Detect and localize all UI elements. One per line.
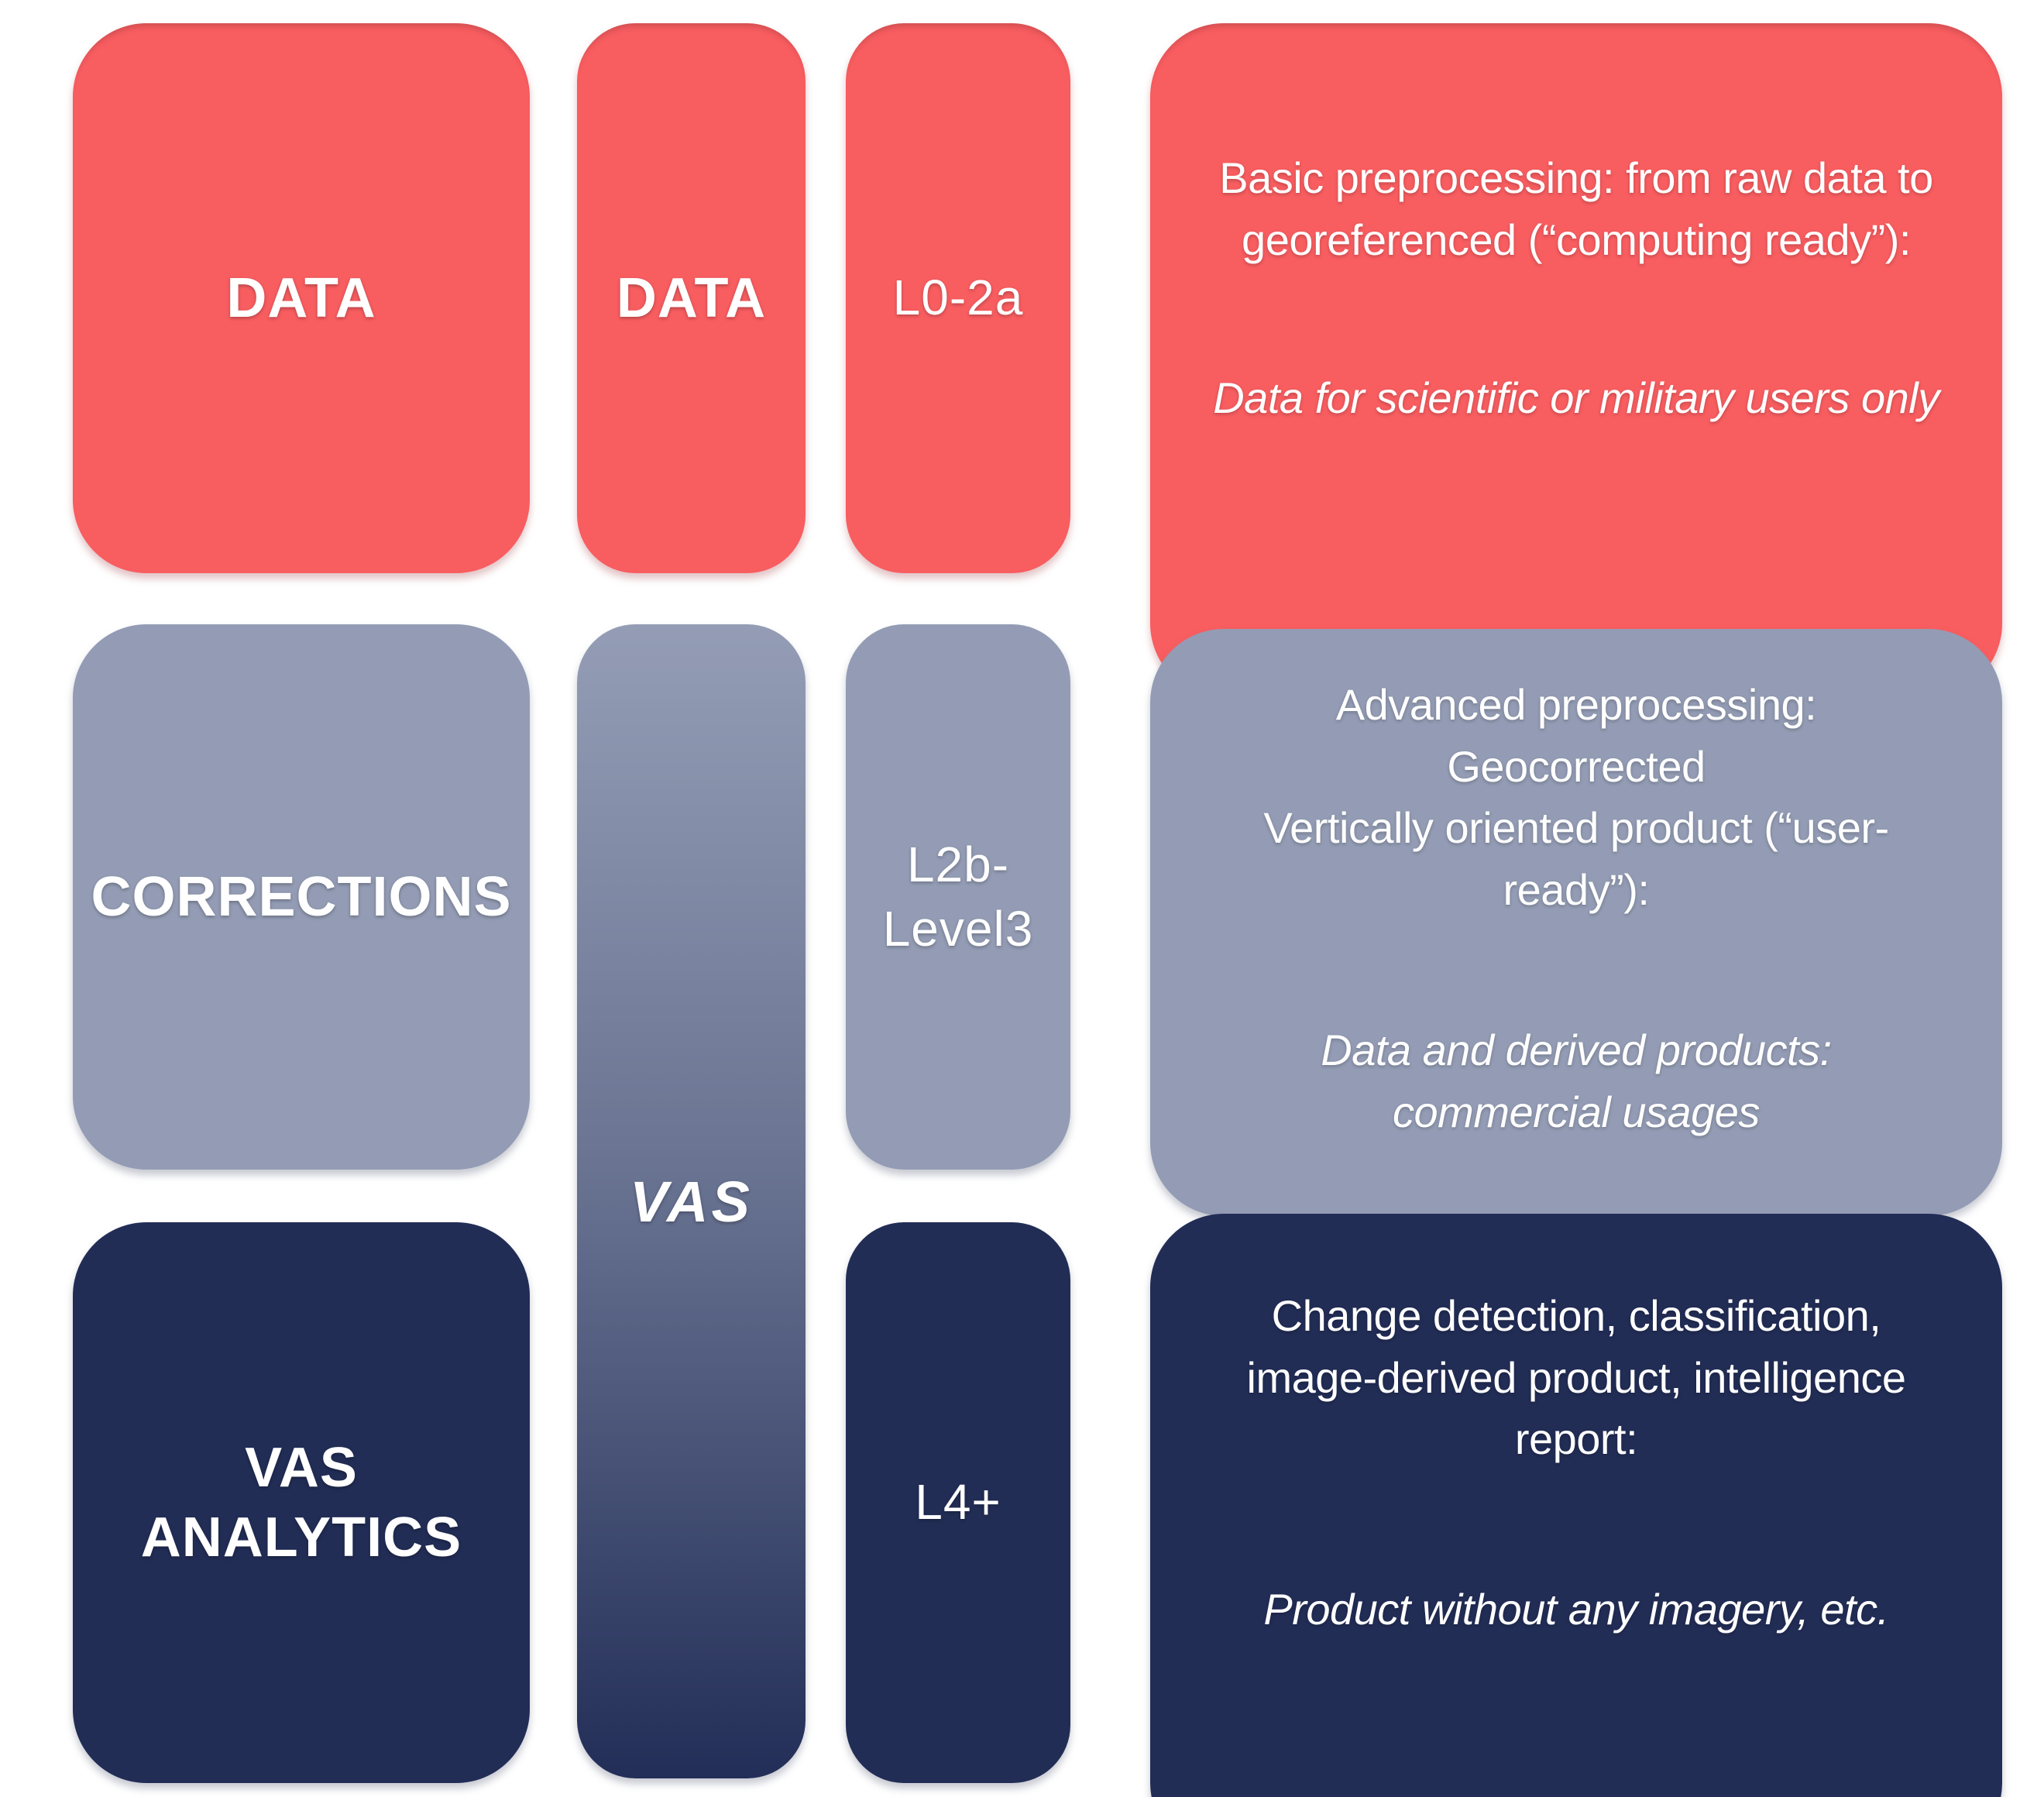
box-data-category: DATA: [73, 23, 530, 573]
desc-advanced-preprocessing-text: Advanced preprocessing: Geocorrected Ver…: [1263, 680, 1889, 914]
box-level-l2b-level3: L2b- Level3: [846, 624, 1070, 1170]
box-level-l0-2a: L0-2a: [846, 23, 1070, 573]
desc-change-detection-text: Change detection, classification, image-…: [1246, 1291, 1907, 1464]
desc-basic-preprocessing-text: Basic preprocessing: from raw data to ge…: [1219, 153, 1933, 264]
data-service-label: DATA: [616, 267, 767, 329]
data-category-label: DATA: [226, 267, 376, 329]
desc-advanced-preprocessing-note: Data and derived products: commercial us…: [1321, 1026, 1832, 1136]
vas-analytics-label: VAS ANALYTICS: [140, 1437, 462, 1569]
desc-basic-preprocessing-note: Data for scientific or military users on…: [1213, 373, 1939, 423]
corrections-label: CORRECTIONS: [91, 866, 512, 928]
box-desc-advanced-preprocessing: Advanced preprocessing: Geocorrected Ver…: [1150, 629, 2002, 1216]
level-l4-plus-label: L4+: [915, 1474, 1001, 1531]
box-vas-service-column: VAS: [577, 624, 806, 1778]
box-desc-change-detection: Change detection, classification, image-…: [1150, 1214, 2002, 1797]
box-vas-analytics-category: VAS ANALYTICS: [73, 1222, 530, 1783]
desc-change-detection-note: Product without any imagery, etc.: [1263, 1584, 1889, 1634]
level-l2b-level3-label: L2b- Level3: [882, 836, 1034, 957]
box-desc-basic-preprocessing: Basic preprocessing: from raw data to ge…: [1150, 23, 2002, 697]
level-l0-2a-label: L0-2a: [892, 270, 1024, 326]
box-data-service: DATA: [577, 23, 806, 573]
box-level-l4-plus: L4+: [846, 1222, 1070, 1783]
vas-service-label: VAS: [630, 1169, 753, 1234]
box-corrections-category: CORRECTIONS: [73, 624, 530, 1170]
